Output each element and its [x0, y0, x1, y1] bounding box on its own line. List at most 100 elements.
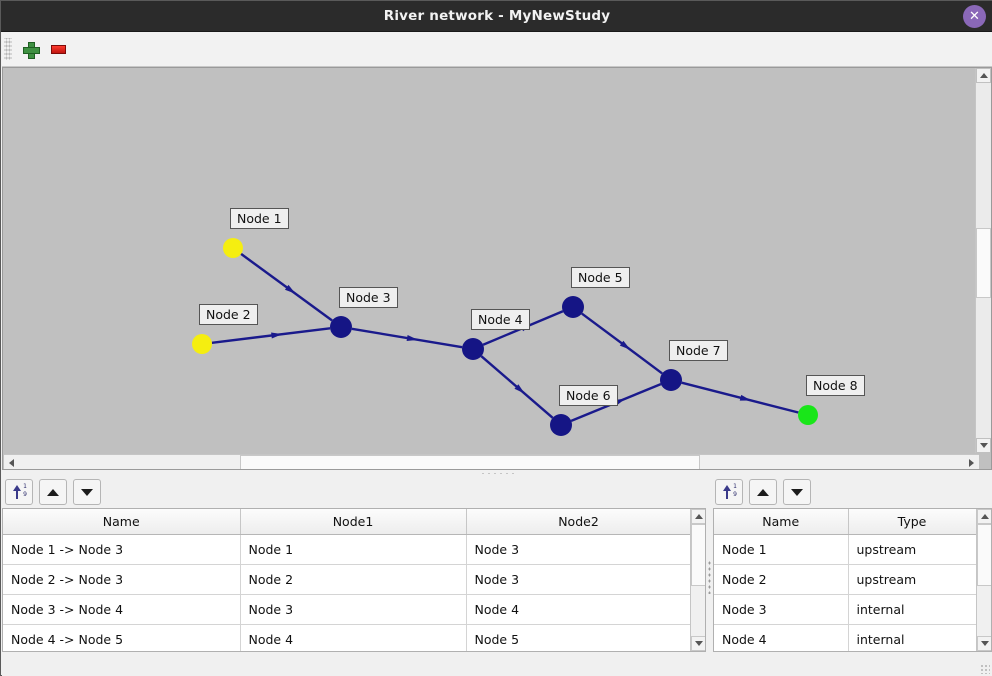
node-node3[interactable]: [330, 316, 352, 338]
node-node6[interactable]: [550, 414, 572, 436]
table-cell[interactable]: Node 2: [714, 564, 849, 595]
table-cell[interactable]: Node 3: [466, 564, 690, 595]
column-header-type[interactable]: Type: [848, 509, 976, 535]
table-cell[interactable]: Node 4: [240, 624, 467, 651]
table-cell[interactable]: upstream: [848, 564, 976, 595]
canvas-vscroll-thumb[interactable]: [976, 228, 991, 298]
branches-vertical-scrollbar[interactable]: [690, 509, 705, 651]
edge-Node1-Node3[interactable]: [240, 252, 333, 322]
table-cell[interactable]: Node 1: [714, 534, 849, 565]
nodes-vscroll-thumb[interactable]: [977, 524, 991, 586]
table-cell[interactable]: internal: [848, 624, 976, 651]
nodes-scroll-up-icon[interactable]: [977, 509, 991, 524]
resize-grip[interactable]: [980, 664, 990, 674]
node-node7[interactable]: [660, 369, 682, 391]
table-cell[interactable]: Node 4: [714, 624, 849, 651]
nodes-move-up-button[interactable]: [749, 479, 777, 505]
node-label-node5[interactable]: Node 5: [571, 267, 630, 288]
node-label-node4[interactable]: Node 4: [471, 309, 530, 330]
nodes-scroll-down-icon[interactable]: [977, 636, 991, 651]
node-node1[interactable]: [223, 238, 243, 258]
title-bar: River network - MyNewStudy ✕: [1, 1, 992, 32]
main-toolbar: [2, 32, 992, 67]
nodes-sort-button[interactable]: 1 9: [715, 479, 743, 505]
node-node4[interactable]: [462, 338, 484, 360]
sort-icon: 1 9: [721, 484, 737, 500]
scroll-down-icon[interactable]: [976, 438, 991, 453]
table-cell[interactable]: Node 3 -> Node 4: [3, 594, 241, 625]
branches-move-down-button[interactable]: [73, 479, 101, 505]
table-cell[interactable]: Node 3: [240, 594, 467, 625]
column-header-name[interactable]: Name: [3, 509, 241, 535]
table-cell[interactable]: internal: [848, 594, 976, 625]
column-header-node1[interactable]: Node1: [240, 509, 467, 535]
column-header-node2[interactable]: Node2: [466, 509, 690, 535]
nodes-vertical-scrollbar[interactable]: [976, 509, 991, 651]
table-cell[interactable]: upstream: [848, 534, 976, 565]
branches-scroll-down-icon[interactable]: [691, 636, 705, 651]
sort-digit-bottom: 9: [23, 491, 27, 498]
branches-scroll-up-icon[interactable]: [691, 509, 705, 524]
branches-sort-button[interactable]: 1 9: [5, 479, 33, 505]
node-label-node2[interactable]: Node 2: [199, 304, 258, 325]
scroll-up-icon[interactable]: [976, 68, 991, 83]
minus-icon: [50, 44, 66, 54]
canvas-vertical-scrollbar[interactable]: [975, 68, 991, 453]
table-cell[interactable]: Node 3: [466, 534, 690, 565]
node-node8[interactable]: [798, 405, 818, 425]
nodes-move-down-button[interactable]: [783, 479, 811, 505]
table-cell[interactable]: Node 1 -> Node 3: [3, 534, 241, 565]
branches-move-up-button[interactable]: [39, 479, 67, 505]
node-label-node3[interactable]: Node 3: [339, 287, 398, 308]
edge-arrow-icon: [619, 340, 631, 350]
column-header-name[interactable]: Name: [714, 509, 849, 535]
horizontal-splitter[interactable]: [2, 470, 992, 477]
table-cell[interactable]: Node 2: [240, 564, 467, 595]
edge-arrow-icon: [271, 332, 283, 339]
table-cell[interactable]: Node 1: [240, 534, 467, 565]
network-canvas[interactable]: Node 1 Node 2 Node 3 Node 4 Node 5 Node 6 Node…: [2, 67, 992, 470]
edge-Node7-Node8[interactable]: [681, 381, 799, 414]
canvas-hscroll-thumb[interactable]: [240, 455, 700, 469]
node-label-node8[interactable]: Node 8: [806, 375, 865, 396]
vertical-splitter[interactable]: [706, 477, 713, 676]
edge-arrow-icon: [739, 394, 752, 401]
node-node2[interactable]: [192, 334, 212, 354]
node-label-node7[interactable]: Node 7: [669, 340, 728, 361]
branches-toolbar: 1 9: [5, 479, 101, 505]
table-cell[interactable]: Node 4 -> Node 5: [3, 624, 241, 651]
edge-arrow-icon: [514, 384, 525, 394]
canvas-horizontal-scrollbar[interactable]: [4, 454, 979, 469]
toolbar-drag-handle[interactable]: [4, 38, 12, 60]
edge-Node3-Node4[interactable]: [351, 327, 463, 349]
table-cell[interactable]: Node 3: [714, 594, 849, 625]
triangle-up-icon: [47, 488, 59, 496]
edge-arrow-icon: [284, 284, 296, 294]
node-label-node1[interactable]: Node 1: [230, 208, 289, 229]
nodes-toolbar: 1 9: [715, 479, 811, 505]
table-cell[interactable]: Node 5: [466, 624, 690, 651]
plus-icon: [22, 41, 40, 59]
node-node5[interactable]: [562, 296, 584, 318]
remove-node-button[interactable]: [44, 35, 72, 63]
table-cell[interactable]: Node 2 -> Node 3: [3, 564, 241, 595]
add-node-button[interactable]: [16, 35, 44, 63]
table-cell[interactable]: Node 4: [466, 594, 690, 625]
branches-vscroll-thumb[interactable]: [691, 524, 705, 586]
close-icon[interactable]: ✕: [963, 5, 986, 28]
edge-Node2-Node3[interactable]: [211, 327, 331, 344]
scroll-left-icon[interactable]: [4, 455, 19, 469]
scroll-right-icon[interactable]: [964, 455, 979, 469]
node-label-node6[interactable]: Node 6: [559, 385, 618, 406]
